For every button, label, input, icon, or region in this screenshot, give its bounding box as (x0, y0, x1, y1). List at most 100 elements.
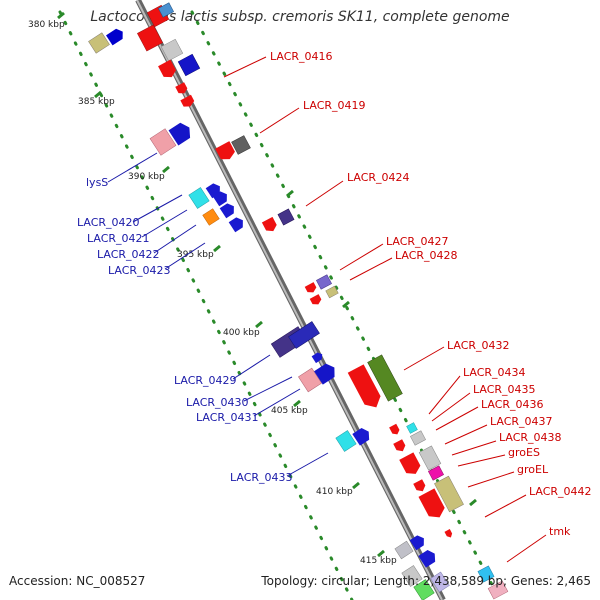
gene-block[interactable] (298, 367, 322, 393)
gene-block[interactable] (316, 274, 332, 290)
gene-label[interactable]: LACR_0432 (447, 339, 510, 352)
gene-block[interactable] (406, 422, 418, 434)
gene-label[interactable]: LACR_0435 (473, 383, 536, 396)
gene-block[interactable] (325, 285, 339, 299)
gene-block[interactable] (137, 24, 163, 52)
gene-block[interactable] (430, 571, 450, 593)
gene-arrow[interactable] (219, 201, 237, 219)
kbp-label: 410 kbp (316, 487, 353, 497)
kbp-tick (255, 320, 263, 329)
gene-arrow[interactable] (413, 479, 427, 493)
gene-arrow[interactable] (314, 361, 339, 385)
reverse-gene-labels: lysS LACR_0420 LACR_0421 LACR_0422 LACR_… (77, 176, 293, 484)
gene-block[interactable] (410, 430, 426, 446)
kbp-label: 405 kbp (271, 406, 308, 416)
gene-label[interactable]: tmk (549, 525, 571, 538)
gene-block[interactable] (177, 53, 201, 77)
gene-arrow[interactable] (347, 364, 385, 411)
gene-label[interactable]: LACR_0437 (490, 415, 553, 428)
kbp-labels: 380 kbp 385 kbp 390 kbp 395 kbp 400 kbp … (28, 20, 397, 566)
gene-label[interactable]: LACR_0422 (97, 248, 160, 261)
gene-block[interactable] (149, 128, 177, 156)
forward-strand-genes (137, 2, 509, 600)
kbp-label: 390 kbp (128, 172, 165, 182)
gene-block[interactable] (487, 580, 509, 600)
kbp-label: 395 kbp (177, 250, 214, 260)
gene-label[interactable]: LACR_0433 (230, 471, 293, 484)
kbp-tick (352, 481, 360, 490)
gene-label[interactable]: LACR_0427 (386, 235, 449, 248)
gene-arrow[interactable] (158, 59, 178, 81)
gene-block[interactable] (277, 208, 295, 226)
gene-arrow[interactable] (228, 215, 246, 233)
gene-block[interactable] (477, 565, 495, 583)
kbp-tick (469, 498, 477, 507)
gene-label[interactable]: groEL (517, 463, 549, 476)
gene-label[interactable]: LACR_0436 (481, 398, 544, 411)
gene-arrow[interactable] (215, 141, 237, 163)
gene-arrow[interactable] (352, 426, 372, 446)
kbp-tick (162, 165, 170, 174)
gene-label[interactable]: LACR_0434 (463, 366, 526, 379)
kbp-tick (94, 90, 102, 99)
kbp-label: 400 kbp (223, 328, 260, 338)
gene-label[interactable]: LACR_0431 (196, 411, 259, 424)
gene-block[interactable] (394, 540, 414, 560)
gene-label[interactable]: LACR_0423 (108, 264, 171, 277)
gene-block[interactable] (418, 445, 442, 471)
gene-arrow[interactable] (399, 452, 423, 477)
kbp-tick (57, 11, 65, 20)
gene-block[interactable] (88, 32, 110, 54)
gene-label[interactable]: LACR_0419 (303, 99, 366, 112)
kbp-label: 380 kbp (28, 20, 65, 30)
forward-leader-lines (223, 56, 547, 563)
gene-arrow[interactable] (180, 94, 195, 109)
gene-block[interactable] (188, 187, 210, 209)
gene-arrow[interactable] (418, 548, 438, 568)
gene-label[interactable]: LACR_0430 (186, 396, 249, 409)
gene-block[interactable] (428, 465, 444, 481)
gene-arrow[interactable] (444, 529, 453, 539)
gene-label[interactable]: LACR_0442 (529, 485, 592, 498)
gene-label[interactable]: LACR_0428 (395, 249, 458, 262)
gene-label[interactable]: groES (508, 446, 540, 459)
gene-arrow[interactable] (309, 294, 323, 307)
gene-block[interactable] (158, 2, 174, 18)
gene-arrow[interactable] (261, 216, 279, 234)
gene-block[interactable] (160, 38, 184, 62)
forward-gene-labels: LACR_0416 LACR_0419 LACR_0424 LACR_0427 … (270, 50, 592, 538)
gene-label[interactable]: LACR_0424 (347, 171, 410, 184)
gene-block[interactable] (434, 475, 464, 513)
gene-arrow[interactable] (418, 488, 447, 521)
gene-block[interactable] (335, 430, 357, 452)
accession-text: Accession: NC_008527 (9, 574, 146, 588)
gene-block[interactable] (413, 579, 435, 600)
gene-arrow[interactable] (393, 439, 407, 453)
kbp-tick (286, 189, 294, 198)
gene-arrow[interactable] (389, 423, 401, 437)
gene-block[interactable] (367, 354, 403, 402)
gene-block[interactable] (202, 208, 220, 226)
gene-block[interactable] (401, 565, 423, 587)
kbp-ticks (57, 11, 477, 558)
genome-stats-text: Topology: circular; Length: 2,438,589 bp… (261, 574, 591, 588)
gene-label[interactable]: LACR_0438 (499, 431, 562, 444)
gene-arrow[interactable] (106, 27, 126, 46)
gene-label[interactable]: LACR_0420 (77, 216, 140, 229)
gene-label[interactable]: LACR_0421 (87, 232, 150, 245)
gene-label[interactable]: lysS (86, 176, 108, 189)
gene-arrow[interactable] (168, 120, 195, 146)
gene-label[interactable]: LACR_0429 (174, 374, 237, 387)
gene-block[interactable] (288, 321, 320, 349)
gene-arrow[interactable] (175, 82, 189, 96)
gene-block[interactable] (231, 135, 251, 155)
gene-arrow[interactable] (212, 189, 230, 207)
kbp-label: 385 kbp (78, 97, 115, 107)
gene-arrow[interactable] (304, 282, 318, 295)
reverse-leader-lines (107, 152, 329, 477)
gene-label[interactable]: LACR_0416 (270, 50, 333, 63)
gene-arrow[interactable] (311, 351, 325, 364)
gene-arrow[interactable] (409, 533, 427, 551)
